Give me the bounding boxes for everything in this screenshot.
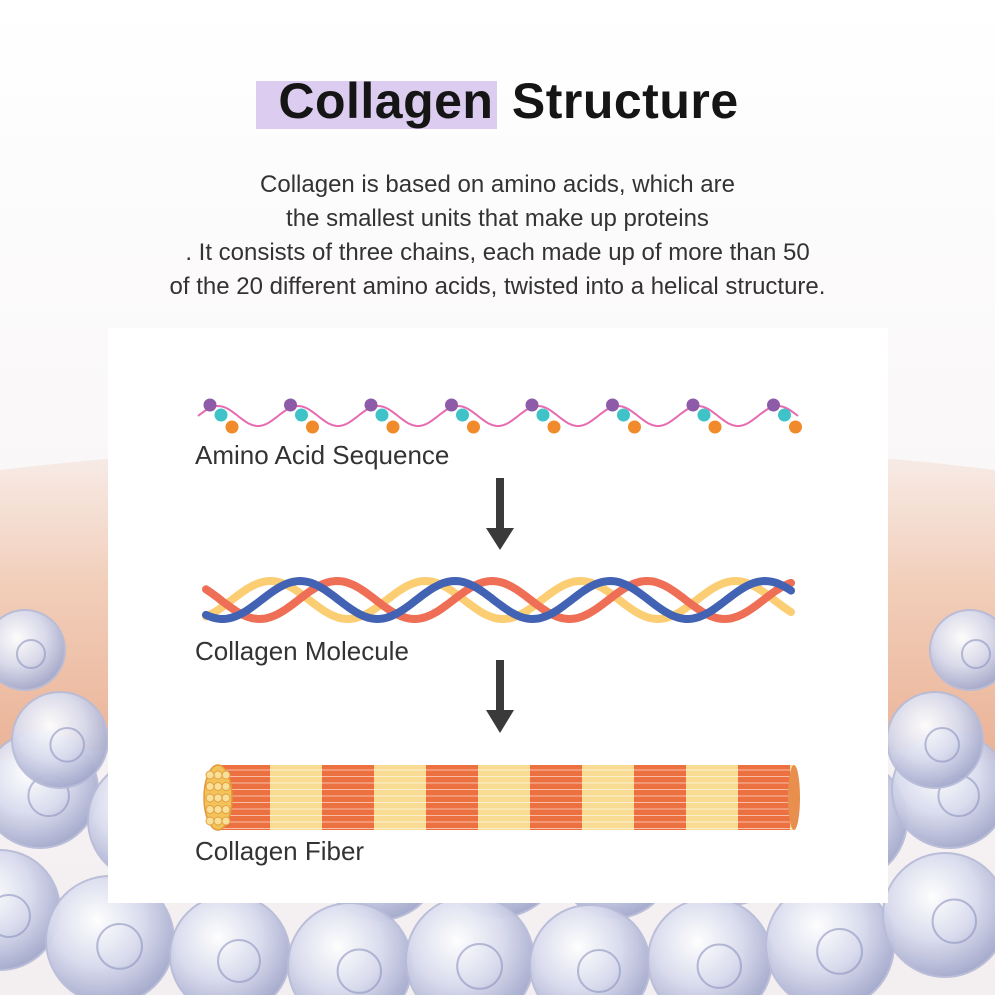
amino-acid-bead — [386, 420, 400, 434]
stage-label-collagen-fiber: Collagen Fiber — [195, 836, 365, 866]
fiber-band — [270, 765, 322, 830]
amino-acid-bead — [697, 408, 711, 422]
amino-acid-bead — [445, 398, 458, 412]
header: Collagen Structure — [0, 70, 995, 132]
down-arrow-icon — [486, 478, 514, 550]
title-rest: Structure — [497, 73, 739, 129]
down-arrow-icon — [486, 660, 514, 733]
amino-acid-bead — [467, 420, 480, 434]
amino-acid-bead — [375, 408, 389, 422]
page-title: Collagen Structure — [256, 70, 738, 132]
title-highlight: Collagen — [256, 73, 498, 129]
fiber-band — [426, 765, 478, 830]
amino-acid-bead — [295, 408, 308, 422]
amino-acid-bead — [789, 420, 802, 434]
amino-acid-bead-group — [525, 398, 561, 434]
fiber-band — [374, 765, 426, 830]
amino-acid-sequence-graphic — [197, 398, 802, 434]
description: Collagen is based on amino acids, which … — [0, 168, 995, 304]
alpha-chain-blue — [202, 576, 795, 624]
amino-acid-bead — [456, 408, 469, 422]
amino-acid-bead — [225, 420, 239, 434]
description-line: Collagen is based on amino acids, which … — [260, 171, 735, 198]
amino-acid-bead — [364, 398, 378, 412]
amino-acid-bead-group — [445, 398, 480, 434]
fiber-band — [738, 765, 790, 830]
fiber-band — [582, 765, 634, 830]
amino-acid-bead — [606, 398, 619, 412]
description-line: . It consists of three chains, each made… — [185, 239, 810, 266]
fiber-band — [686, 765, 738, 830]
amino-acid-bead — [628, 420, 641, 434]
amino-acid-bead — [708, 420, 722, 434]
alpha-chain-red — [202, 576, 795, 624]
amino-acid-bead — [306, 420, 319, 434]
amino-acid-bead-group — [606, 398, 641, 434]
amino-acid-bead-group — [686, 398, 722, 434]
amino-acid-bead — [547, 420, 561, 434]
fiber-band — [478, 765, 530, 830]
fiber-band — [322, 765, 374, 830]
stage-label-amino-acid-sequence: Amino Acid Sequence — [195, 440, 450, 470]
amino-acid-bead — [284, 398, 297, 412]
sphere-icon — [882, 852, 995, 978]
sphere-icon — [929, 609, 995, 691]
fiber-band — [530, 765, 582, 830]
amino-acid-bead-group — [767, 398, 802, 434]
amino-acid-bead — [767, 398, 780, 412]
amino-acid-bead — [617, 408, 630, 422]
stage-label-collagen-molecule: Collagen Molecule — [195, 636, 409, 666]
fiber-band — [634, 765, 686, 830]
amino-acid-bead — [686, 398, 700, 412]
amino-acid-bead-group — [364, 398, 400, 434]
description-line: the smallest units that make up proteins — [286, 205, 709, 232]
fiber-end — [788, 765, 800, 830]
sphere-icon — [0, 609, 66, 691]
description-line: of the 20 different amino acids, twisted… — [169, 273, 826, 300]
sphere-icon — [886, 691, 984, 789]
collagen-molecule-graphic — [202, 576, 795, 624]
amino-acid-bead — [525, 398, 539, 412]
amino-acid-bead — [536, 408, 550, 422]
amino-acid-bead-group — [203, 398, 239, 434]
collagen-fiber-graphic — [203, 764, 800, 831]
structure-diagram — [197, 398, 802, 831]
sphere-icon — [11, 691, 109, 789]
structure-diagram-card: Amino Acid Sequence Collagen Molecule Co… — [108, 328, 888, 903]
amino-acid-bead — [214, 408, 228, 422]
fiber-cross-section — [203, 764, 233, 831]
amino-acid-bead — [778, 408, 791, 422]
amino-acid-bead-group — [284, 398, 319, 434]
amino-acid-bead — [203, 398, 217, 412]
